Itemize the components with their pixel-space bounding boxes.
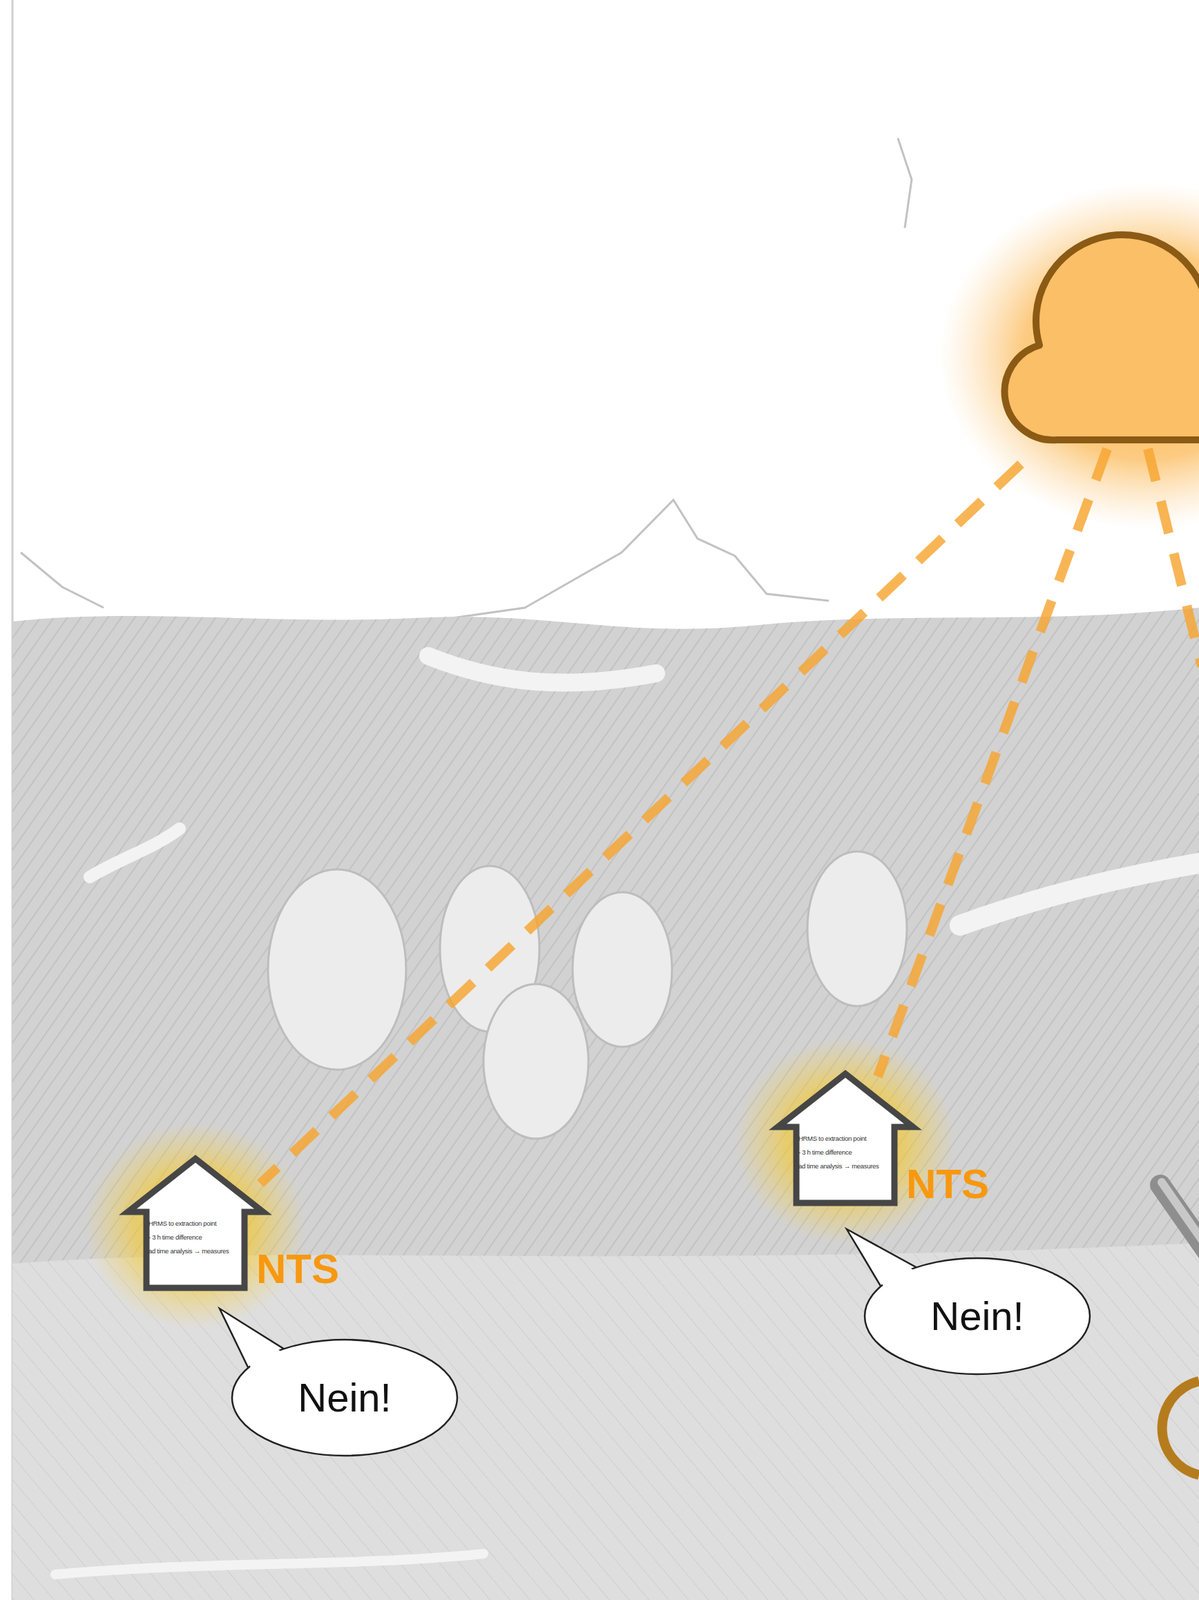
bubble-text: Nein!	[863, 1292, 1092, 1341]
house-note-line: ad time analysis → measures	[148, 1247, 247, 1255]
ground-sketch	[12, 607, 1199, 1600]
bubble-text: Nein!	[230, 1373, 459, 1423]
speech-bubble: Nein!	[863, 1257, 1092, 1376]
house-node: HRMS to extraction point - 3 h time diffe…	[777, 1071, 914, 1206]
house-glow	[734, 1037, 956, 1245]
nts-label: NTS	[256, 1244, 353, 1295]
house-note-line: - 3 h time difference	[798, 1148, 897, 1157]
ridge-highlights	[55, 656, 1199, 1575]
bubble-tail-fill	[221, 1310, 282, 1369]
house-note-line: - 3 h time difference	[148, 1233, 247, 1242]
partial-ring-symbol	[1162, 1381, 1199, 1476]
speech-bubble: Nein!	[230, 1338, 459, 1458]
house-note-line: HRMS to extraction point	[148, 1219, 247, 1228]
house-note-line: HRMS to extraction point	[798, 1134, 897, 1143]
cloud-symbol	[1004, 234, 1199, 440]
mountains	[20, 138, 912, 622]
nts-label: NTS	[906, 1159, 1003, 1210]
cloud-glow	[939, 183, 1199, 529]
house-node: HRMS to extraction point - 3 h time diffe…	[127, 1156, 264, 1291]
dashed-links	[260, 448, 1199, 1184]
house-glow	[84, 1122, 306, 1330]
house-shape	[777, 1073, 914, 1204]
house-note-line: ad time analysis → measures	[798, 1162, 897, 1170]
pipe-symbol	[1160, 1182, 1199, 1264]
ground-hatch	[12, 607, 1199, 1600]
house-shape	[127, 1158, 264, 1289]
bubble-tail-fill	[848, 1231, 915, 1288]
